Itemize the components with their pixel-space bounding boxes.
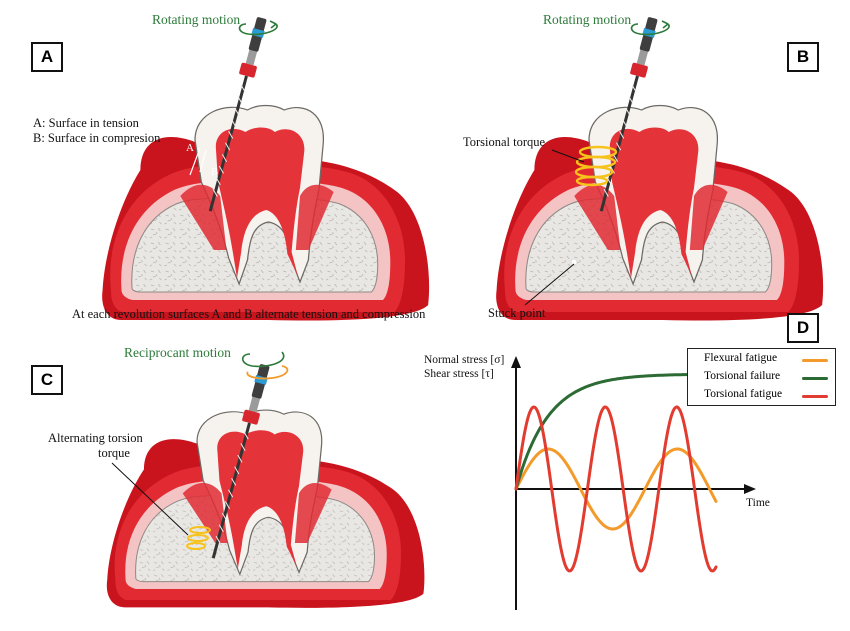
chart-xlabel: Time [746, 497, 770, 509]
panel-b-motion-label: Rotating motion [543, 12, 632, 27]
panel-c-illustration [106, 351, 426, 609]
panel-letter-c: C [31, 365, 63, 395]
panel-a-legend-compression: B: Surface in compresion [33, 131, 161, 145]
series-line-torsional-failure [514, 373, 690, 491]
panel-b-stuck-label: Stuck point [488, 306, 546, 320]
legend-label: Torsional failure [704, 370, 781, 382]
rotation-arrow-icon [238, 23, 278, 36]
y-axis-arrowhead [511, 356, 521, 368]
panel-b-illustration [495, 14, 824, 322]
panel-c-motion-label: Reciprocant motion [124, 345, 231, 360]
legend-swatch [802, 395, 828, 398]
torsion-spiral-icon [186, 526, 211, 550]
legend-swatch [802, 359, 828, 362]
chart-d [511, 356, 756, 610]
series-line-flexural-fatigue [514, 447, 718, 531]
legend-item-torsional-failure: Torsional failure [688, 369, 835, 385]
panel-a-marker-a: A [186, 142, 194, 154]
series-line-torsional-fatigue [514, 405, 718, 573]
legend-item-torsional-fatigue: Torsional fatigue [688, 387, 835, 403]
panel-a-illustration [101, 14, 430, 322]
legend-label: Torsional fatigue [704, 388, 783, 400]
panel-c-torsion-label-2: torque [98, 446, 130, 460]
chart-legend: Flexural fatigue Torsional failure Torsi… [687, 348, 836, 406]
panel-a-marker-b: B [211, 166, 219, 178]
panel-letter-a: A [31, 42, 63, 72]
legend-item-flexural: Flexural fatigue [688, 351, 835, 367]
chart-ylabel-normal: Normal stress [σ] [424, 354, 505, 366]
legend-swatch [802, 377, 828, 380]
panel-a-motion-label: Rotating motion [152, 12, 241, 27]
panel-c-torsion-label-1: Alternating torsion [48, 431, 143, 445]
chart-ylabel-shear: Shear stress [τ] [424, 368, 494, 380]
rotation-arrow-icon [630, 23, 670, 36]
rotation-arrow-icon [241, 351, 285, 368]
legend-label: Flexural fatigue [704, 352, 778, 364]
panel-letter-b: B [787, 42, 819, 72]
torque-spiral-icon [574, 145, 618, 187]
panel-letter-d: D [787, 313, 819, 343]
x-axis-arrowhead [744, 484, 756, 494]
panel-a-caption: At each revolution surfaces A and B alte… [72, 307, 426, 321]
panel-b-torque-label: Torsional torque [463, 135, 546, 149]
panel-a-legend-tension: A: Surface in tension [33, 116, 139, 130]
